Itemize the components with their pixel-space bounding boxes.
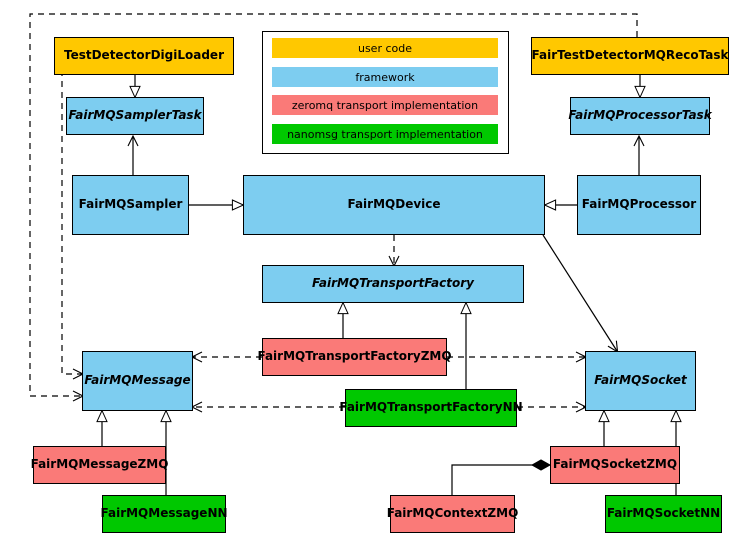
class-label: FairMQSampler <box>78 197 183 212</box>
class-label: FairMQMessageZMQ <box>30 457 169 472</box>
class-box-fairmqmessage[interactable]: FairMQMessage <box>82 351 193 411</box>
class-box-fairmqsocketzmq[interactable]: FairMQSocketZMQ <box>550 446 680 484</box>
legend-label-nanomsg: nanomsg transport implementation <box>287 127 483 141</box>
class-label: FairMQSocketNN <box>606 506 721 521</box>
class-label: FairMQSocket <box>594 373 687 388</box>
edge-contextzmq-socketzmq <box>451 459 552 495</box>
legend-swatch-user-code: user code <box>272 38 498 58</box>
class-label: FairMQTransportFactoryNN <box>339 400 523 415</box>
class-label: FairMQProcessorTask <box>568 108 712 123</box>
legend-label-zeromq: zeromq transport implementation <box>291 98 479 112</box>
class-label: FairMQTransportFactoryZMQ <box>257 349 452 364</box>
legend-swatch-nanomsg: nanomsg transport implementation <box>272 124 498 144</box>
class-box-testdetectordigiloader[interactable]: TestDetectorDigiLoader <box>54 37 234 75</box>
class-label: FairMQProcessor <box>581 197 697 212</box>
class-label: FairMQSamplerTask <box>68 108 202 123</box>
class-box-fairmqtransportfactorynn[interactable]: FairMQTransportFactoryNN <box>339 389 523 427</box>
class-box-fairmqcontextzmq[interactable]: FairMQContextZMQ <box>387 495 518 533</box>
legend-swatch-zeromq: zeromq transport implementation <box>272 95 498 115</box>
edge-device-socket <box>542 234 619 353</box>
class-box-fairtestdetectormqrecotask[interactable]: FairTestDetectorMQRecoTask <box>531 37 729 75</box>
class-label: FairMQDevice <box>347 197 441 212</box>
class-label: FairMQMessage <box>84 373 191 388</box>
legend-swatch-framework: framework <box>272 67 498 87</box>
class-box-fairmqsampler[interactable]: FairMQSampler <box>72 175 189 235</box>
class-box-fairmqmessagezmq[interactable]: FairMQMessageZMQ <box>31 446 168 484</box>
class-box-fairmqsocketnn[interactable]: FairMQSocketNN <box>605 495 722 533</box>
class-label: FairMQTransportFactory <box>312 276 474 291</box>
class-label: FairTestDetectorMQRecoTask <box>531 48 729 63</box>
class-label: FairMQMessageNN <box>100 506 228 521</box>
class-box-fairmqmessagenn[interactable]: FairMQMessageNN <box>100 495 228 533</box>
class-label: FairMQContextZMQ <box>386 506 519 521</box>
class-label: FairMQSocketZMQ <box>552 457 678 472</box>
class-box-fairmqtransportfactoryzmq[interactable]: FairMQTransportFactoryZMQ <box>257 338 452 376</box>
class-box-fairmqsamplertask[interactable]: FairMQSamplerTask <box>66 97 204 135</box>
class-box-fairmqsocket[interactable]: FairMQSocket <box>585 351 696 411</box>
legend-label-framework: framework <box>355 70 415 84</box>
class-box-fairmqprocessor[interactable]: FairMQProcessor <box>577 175 701 235</box>
legend-label-user-code: user code <box>357 41 413 55</box>
class-box-fairmqdevice[interactable]: FairMQDevice <box>243 175 545 235</box>
class-box-fairmqprocessortask[interactable]: FairMQProcessorTask <box>568 97 712 135</box>
class-box-fairmqtransportfactory[interactable]: FairMQTransportFactory <box>262 265 524 303</box>
class-label: TestDetectorDigiLoader <box>63 48 224 63</box>
